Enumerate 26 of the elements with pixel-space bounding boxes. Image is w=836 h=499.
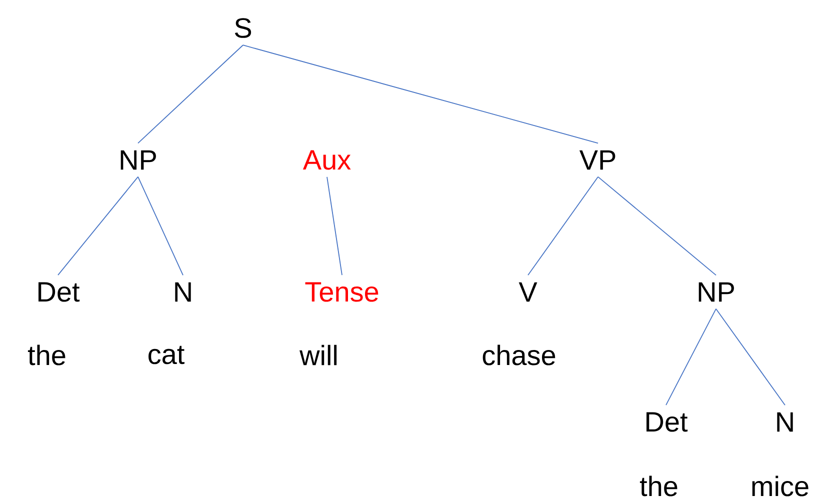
tree-branch — [326, 176, 342, 276]
tree-branch — [716, 308, 786, 406]
tree-branch — [598, 176, 716, 276]
tree-label: Aux — [302, 150, 351, 170]
tree-label: NP — [698, 282, 734, 302]
tree-label: NP — [120, 150, 156, 170]
tree-label: Det — [646, 412, 688, 432]
word: cat — [148, 346, 184, 364]
tree-branch — [242, 44, 598, 144]
tree-branch — [666, 308, 716, 406]
word: the — [640, 476, 678, 496]
tree-label: VP — [579, 150, 616, 170]
tree-branch — [138, 176, 184, 276]
tree-label: N — [777, 412, 793, 432]
tree-label: S — [234, 18, 252, 38]
tree-branch — [58, 176, 138, 276]
tree-label: N — [175, 282, 191, 302]
word: the — [28, 344, 66, 366]
word: chase — [482, 344, 556, 366]
tree-branch — [528, 176, 598, 276]
tree-label: V — [518, 282, 538, 302]
tree-branch — [138, 44, 244, 144]
tree-label: Det — [38, 282, 80, 302]
word: mice — [752, 476, 808, 496]
tree-label: Tense — [305, 282, 378, 302]
word: will — [300, 344, 337, 366]
